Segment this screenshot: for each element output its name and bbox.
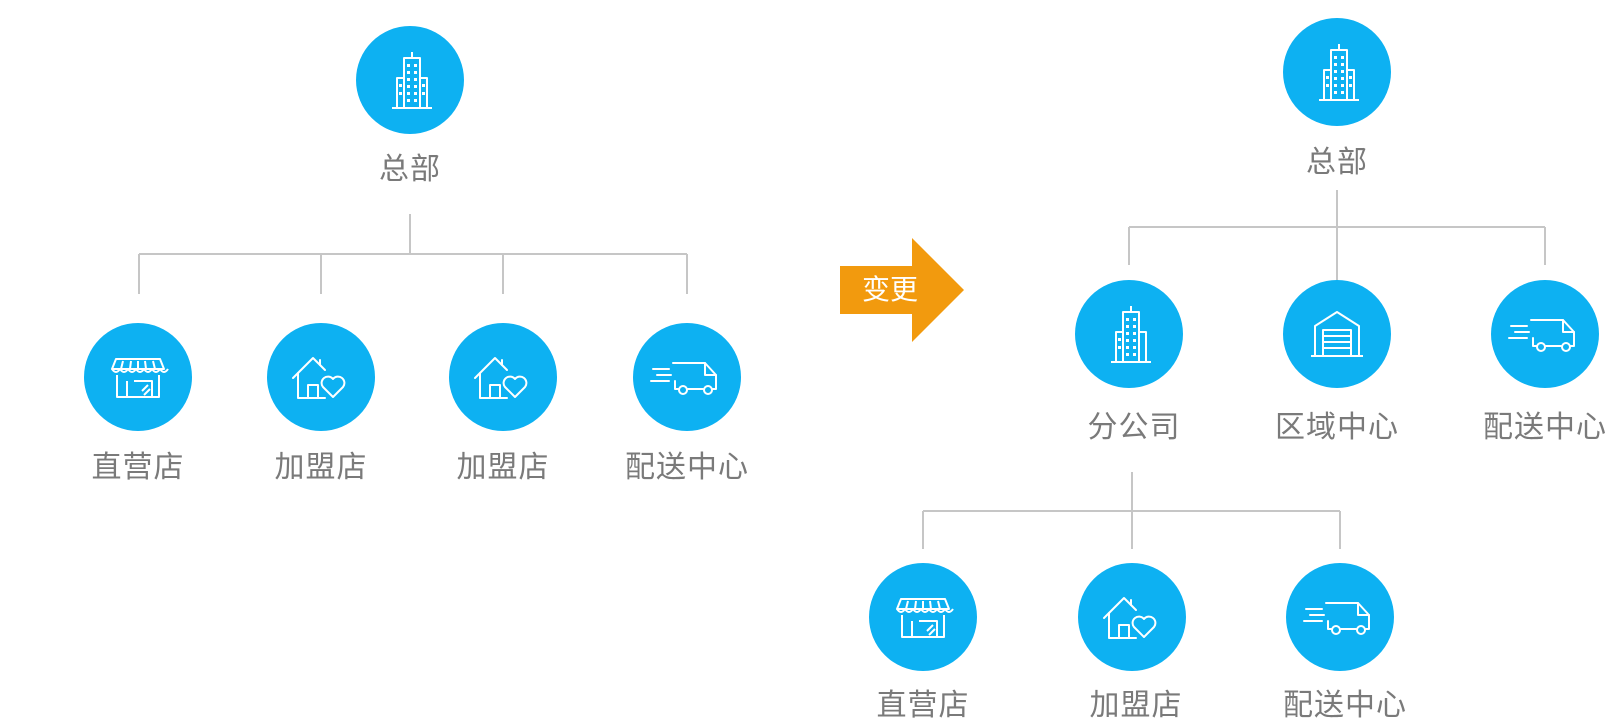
building-icon (392, 52, 432, 109)
after-level2-label-1: 直营店 (876, 688, 970, 723)
after-level2-label-3: 配送中心 (1283, 688, 1407, 723)
after-root-node (1283, 18, 1391, 126)
after-level1-label-2: 区域中心 (1275, 410, 1399, 445)
before-child-label-1: 直营店 (91, 450, 185, 485)
after-root-label: 总部 (1306, 145, 1368, 180)
change-arrow-label: 变更 (861, 273, 918, 306)
before-child-label-3: 加盟店 (456, 450, 550, 485)
delivery-truck-icon (1508, 319, 1575, 352)
before-child-label-4: 配送中心 (625, 450, 749, 485)
before-child-node-4 (633, 323, 741, 431)
after-level1-node-3 (1491, 280, 1599, 388)
building-icon (1111, 306, 1151, 363)
change-arrow: 变更 (840, 238, 964, 342)
after-level1-label-3: 配送中心 (1483, 410, 1607, 445)
after-level1-node-2 (1283, 280, 1391, 388)
house-heart-icon (1103, 597, 1157, 639)
house-heart-icon (474, 357, 528, 399)
storefront-icon (111, 358, 169, 398)
building-icon (1319, 44, 1359, 101)
after-level2-node-3 (1286, 563, 1394, 671)
before-child-label-2: 加盟店 (274, 450, 368, 485)
before-root-node (356, 26, 464, 134)
before-child-node-2 (267, 323, 375, 431)
delivery-truck-icon (1303, 602, 1370, 635)
storefront-icon (896, 598, 954, 638)
after-level1-label-1: 分公司 (1087, 410, 1181, 445)
after-level2-node-2 (1078, 563, 1186, 671)
after-level2-label-2: 加盟店 (1089, 688, 1183, 723)
warehouse-icon (1311, 311, 1363, 357)
before-child-node-1 (84, 323, 192, 431)
before-child-node-3 (449, 323, 557, 431)
house-heart-icon (292, 357, 346, 399)
after-level1-node-1 (1075, 280, 1183, 388)
right-arrow-icon (840, 238, 964, 342)
delivery-truck-icon (650, 362, 717, 395)
after-level2-node-1 (869, 563, 977, 671)
before-root-label: 总部 (379, 152, 441, 187)
